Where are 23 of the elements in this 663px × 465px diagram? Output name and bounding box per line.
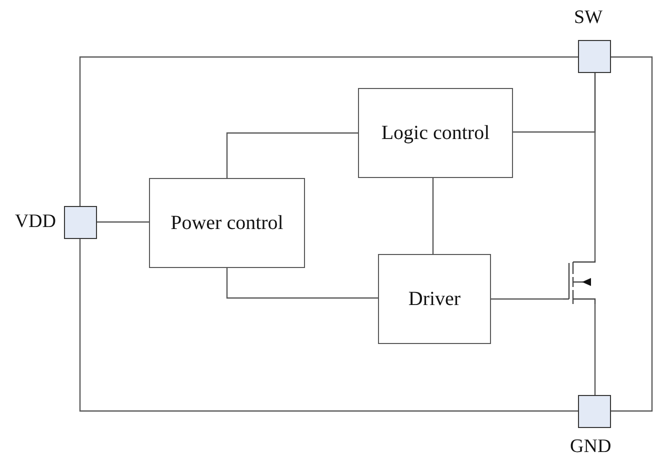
- wire: [594, 73, 596, 260]
- wire: [79, 56, 578, 206]
- wire: [491, 298, 563, 300]
- block-label: Power control: [170, 212, 284, 234]
- pin-label: VDD: [14, 211, 56, 233]
- wire: [611, 56, 653, 412]
- function-block: [149, 178, 305, 268]
- pin-pad: [64, 206, 97, 239]
- pin-label: GND: [570, 436, 612, 458]
- pin-pad: [578, 395, 611, 428]
- pin-pad: [578, 40, 611, 73]
- wire: [594, 304, 596, 395]
- block-label: Logic control: [381, 122, 490, 144]
- function-block: [358, 88, 513, 178]
- wire: [97, 221, 149, 223]
- mosfet-symbol: [563, 260, 596, 304]
- wire: [79, 239, 578, 412]
- function-block: [378, 254, 491, 344]
- wire: [226, 132, 358, 178]
- pin-label: SW: [574, 7, 602, 29]
- wire: [432, 178, 434, 254]
- wire: [226, 268, 378, 299]
- block-label: Driver: [408, 288, 461, 310]
